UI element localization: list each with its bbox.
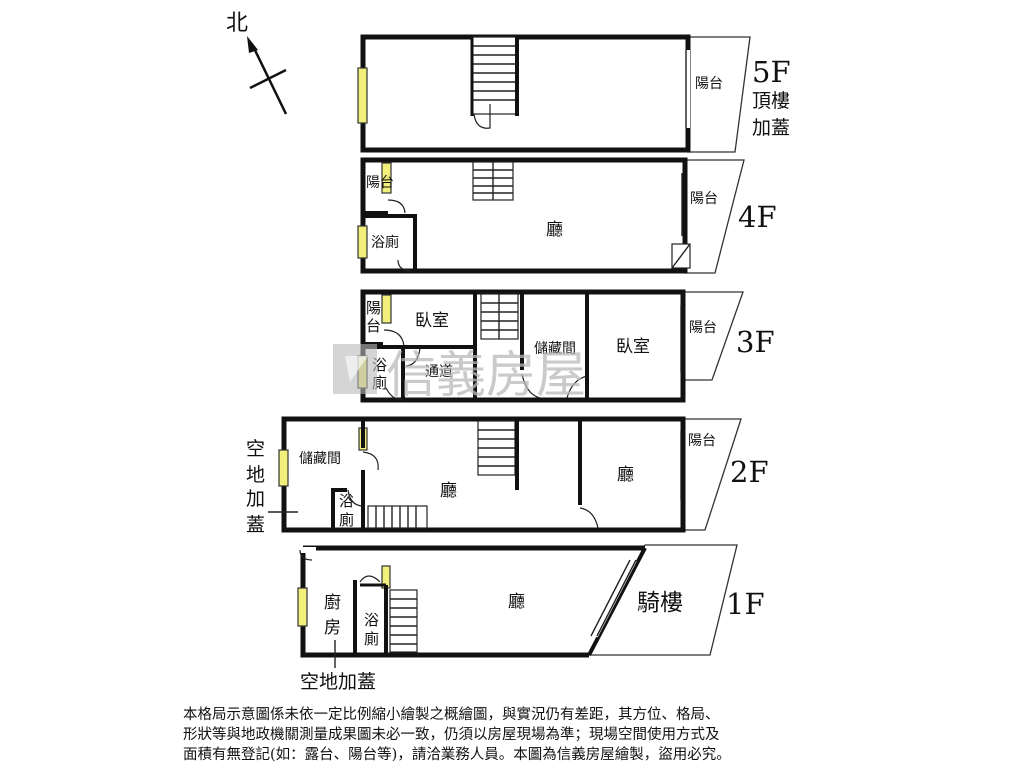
north-compass: 北	[226, 11, 288, 115]
1f-front-door	[596, 559, 637, 637]
3f-balcony-outline	[682, 291, 744, 381]
4f-balcony-right-label: 陽台	[690, 191, 718, 207]
2f-side-note-2: 地	[246, 464, 265, 486]
4f-bath-walls	[363, 214, 417, 271]
3f-balcony-left-label-1: 陽	[366, 299, 381, 317]
1f-bath-label-2: 廁	[364, 630, 379, 648]
floor-4f: 陽台 浴廁 廳 陽台 4F	[357, 157, 777, 274]
1f-side-note: 空地加蓋	[300, 671, 376, 693]
5f-balcony-label: 陽台	[695, 76, 723, 92]
disclaimer-line-1: 本格局示意圖係未依一定比例縮小繪製之概繪圖，與實況仍有差距，其方位、格局、	[183, 707, 720, 723]
1f-kitchen-label-1: 廚	[324, 592, 341, 613]
floor-5f: 陽台 5F 頂樓 加蓋	[357, 34, 791, 153]
floor-2f: 儲藏間 浴 廁 廳 廳 陽台 2F 空 地 加 蓋	[246, 416, 769, 536]
1f-bath-label-1: 浴	[364, 611, 379, 629]
2f-bath-label-1: 浴	[339, 492, 354, 510]
5f-rooftop-note-2: 加蓋	[752, 117, 790, 139]
2f-side-note-3: 加	[246, 488, 265, 510]
2f-side-note-4: 蓋	[246, 514, 265, 536]
1f-front-wall	[587, 547, 647, 656]
3f-stair	[480, 293, 519, 340]
2f-storage-label: 儲藏間	[299, 451, 341, 467]
4f-bath-label: 浴廁	[371, 234, 399, 251]
watermark-brand: 信義房屋	[386, 346, 586, 404]
5f-window	[357, 67, 368, 124]
5f-stair	[470, 36, 519, 129]
3f-floor-label: 3F	[736, 325, 775, 359]
4f-bath-window	[357, 225, 368, 259]
floor-1f: 廚 房 浴 廁 廳 騎樓 1F 空地加蓋	[297, 544, 765, 693]
2f-stair-lower	[367, 505, 428, 529]
watermark: 信義房屋	[333, 344, 586, 404]
4f-balcony-window	[381, 162, 392, 194]
1f-living-label: 廳	[508, 592, 525, 612]
2f-floor-label: 2F	[730, 455, 769, 489]
disclaimer-line-3: 面積有無登記(如：露台、陽台等)，請洽業務人員。本圖為信義房屋繪製，盜用必究。	[183, 747, 731, 763]
5f-balcony-outline	[687, 36, 751, 153]
3f-storage-label: 儲藏間	[534, 341, 576, 357]
2f-balcony-label: 陽台	[688, 433, 716, 449]
4f-floor-label: 4F	[738, 200, 777, 234]
2f-living-center-label: 廳	[440, 481, 457, 501]
disclaimer-note: 本格局示意圖係未依一定比例縮小繪製之概繪圖，與實況仍有差距，其方位、格局、 形狀…	[183, 705, 863, 765]
5f-rooftop-note-1: 頂樓	[752, 90, 790, 112]
2f-bath-label-2: 廁	[339, 511, 354, 529]
3f-balcony-window	[381, 294, 392, 324]
4f-balcony-left-label: 陽台	[366, 175, 394, 191]
compass-cross	[249, 68, 287, 90]
1f-floor-label: 1F	[726, 587, 765, 621]
4f-balcony-outline	[684, 159, 745, 274]
5f-floor-label: 5F	[752, 55, 791, 89]
4f-living-label: 廳	[546, 220, 563, 240]
5f-walls	[360, 34, 691, 153]
1f-kitchen-window	[297, 587, 308, 627]
4f-stair	[472, 161, 514, 201]
2f-bath-walls	[331, 488, 347, 530]
1f-kitchen-label-2: 房	[324, 618, 341, 638]
compass-arrow-icon	[247, 36, 258, 53]
disclaimer-line-2: 形狀等與地政機關測量成果圖未必一致，仍須以房屋現場為準；現場空間使用方式及	[183, 727, 720, 743]
1f-stair	[389, 589, 418, 653]
2f-side-note-1: 空	[246, 438, 265, 460]
2f-living-right-label: 廳	[617, 465, 634, 485]
3f-balcony-left-label-2: 台	[366, 317, 381, 335]
2f-stair-upper	[477, 419, 519, 490]
3f-balcony-right-label: 陽台	[689, 320, 717, 336]
3f-corridor-label: 通道	[425, 364, 453, 380]
4f-balcony-door-swing	[387, 199, 406, 214]
2f-window	[278, 449, 289, 487]
1f-arcade-label: 騎樓	[637, 590, 683, 616]
3f-bedroom-right-label: 臥室	[616, 337, 650, 357]
3f-bedroom-left-label: 臥室	[415, 311, 449, 331]
1f-walls-left-bottom	[300, 550, 589, 658]
compass-north-label: 北	[226, 11, 248, 36]
